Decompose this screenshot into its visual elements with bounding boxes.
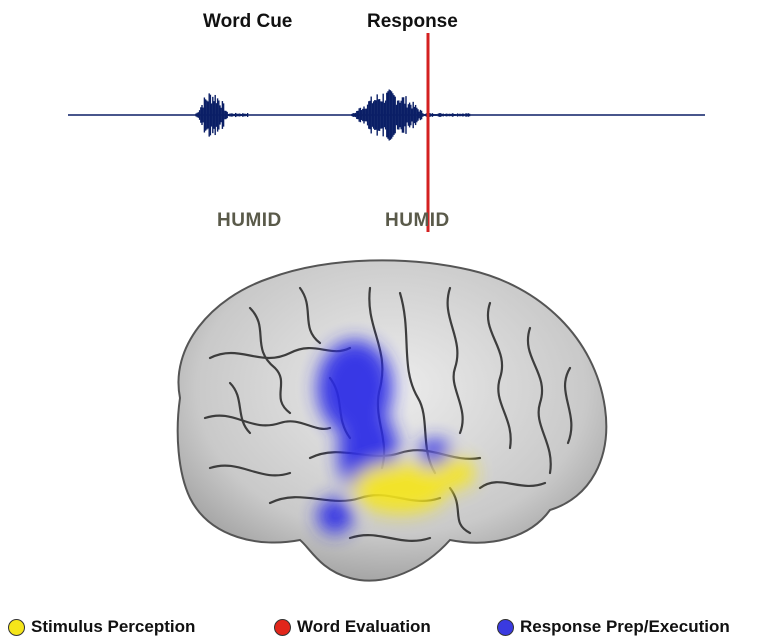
brain-icon — [150, 248, 620, 608]
stimulus-perception-region — [352, 462, 448, 514]
legend-item-response: Response Prep/Execution — [497, 617, 730, 637]
legend-dot-stimulus — [8, 619, 25, 636]
response-label: Response — [367, 11, 458, 33]
legend-dot-response — [497, 619, 514, 636]
response-prep-region — [317, 498, 353, 534]
legend-item-evaluation: Word Evaluation — [274, 617, 431, 637]
cue-word: HUMID — [217, 210, 282, 232]
legend-item-stimulus: Stimulus Perception — [8, 617, 195, 637]
legend-label-response: Response Prep/Execution — [520, 617, 730, 637]
legend-label-stimulus: Stimulus Perception — [31, 617, 195, 637]
stimulus-perception-region — [435, 457, 475, 489]
legend-dot-evaluation — [274, 619, 291, 636]
legend-label-evaluation: Word Evaluation — [297, 617, 431, 637]
legend: Stimulus Perception Word Evaluation Resp… — [0, 617, 759, 641]
word-cue-label: Word Cue — [203, 11, 292, 33]
response-word: HUMID — [385, 210, 450, 232]
audio-waveform — [0, 0, 759, 250]
